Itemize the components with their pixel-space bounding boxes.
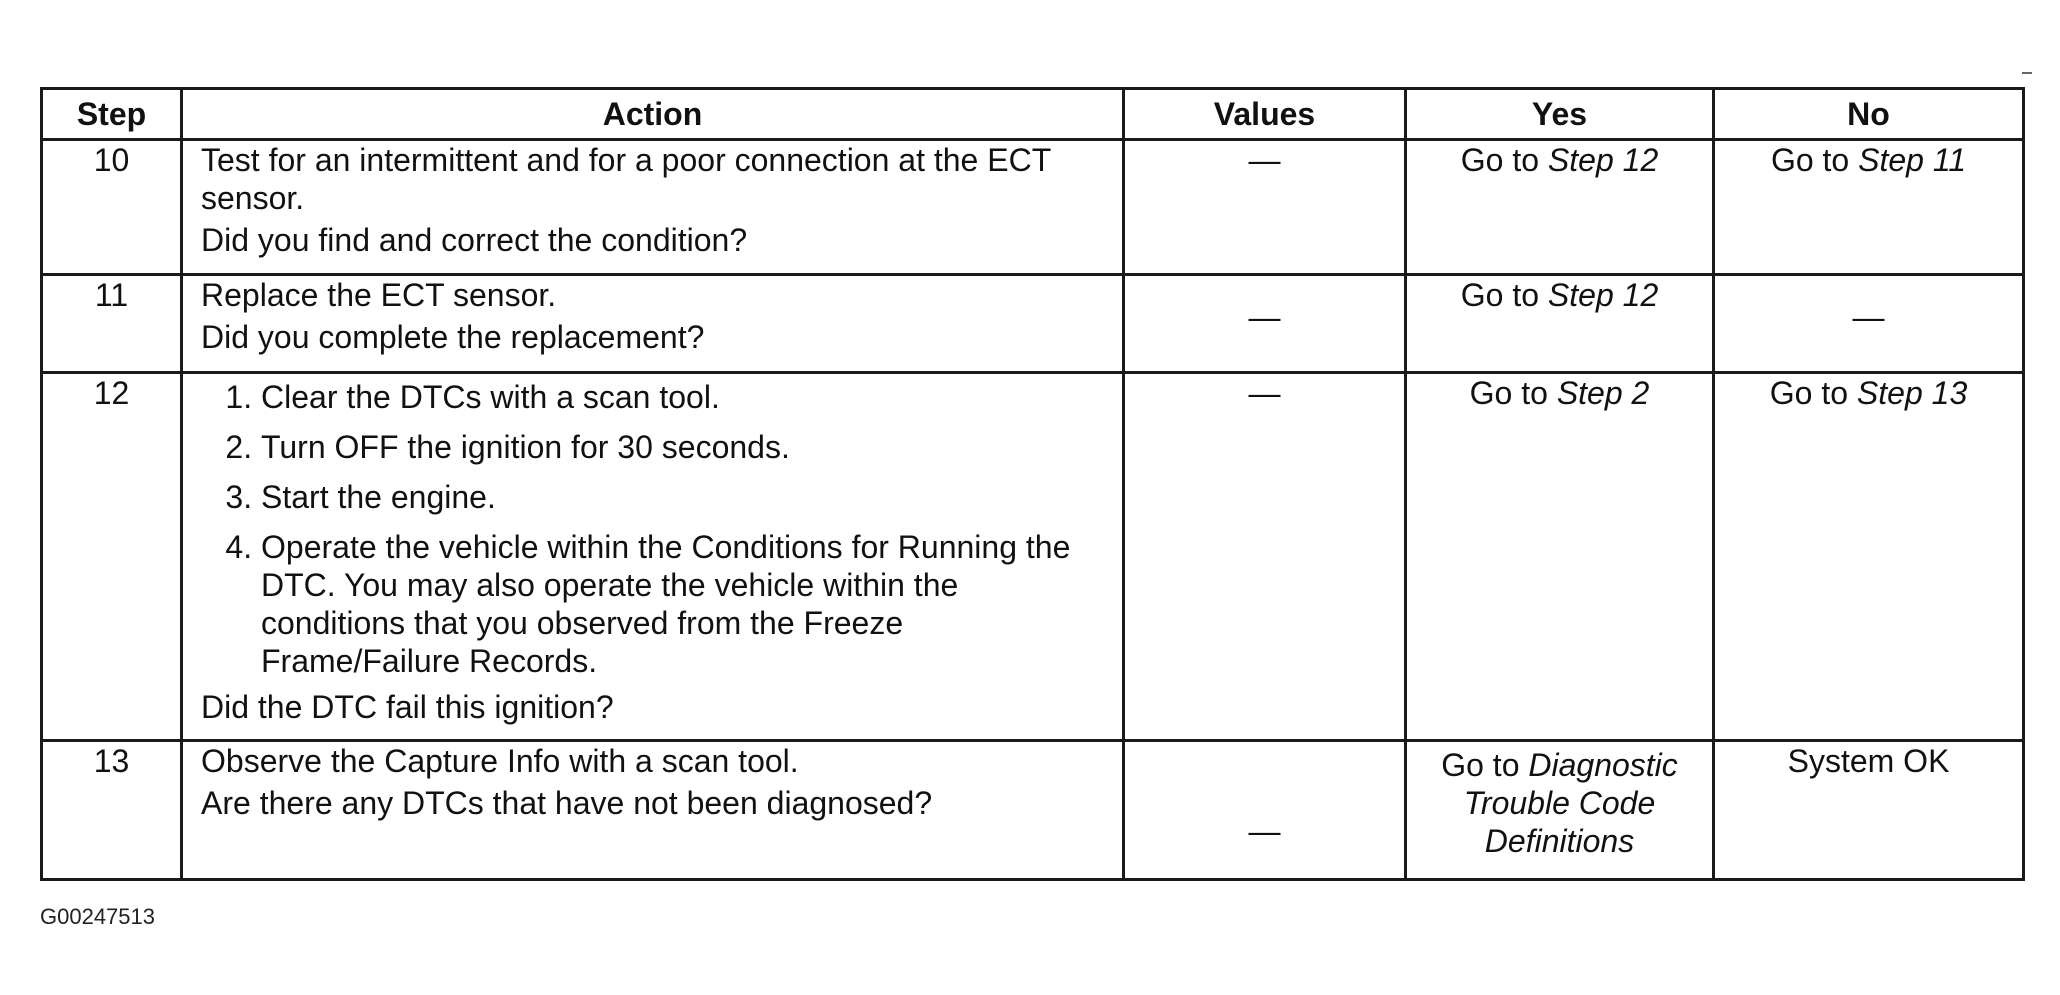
header-values: Values [1122, 87, 1407, 141]
yes-step-link[interactable]: Step 12 [1547, 142, 1659, 178]
dash-value: — [1248, 142, 1281, 178]
no-cell: Go to Step 11 [1712, 138, 2025, 276]
table-row: 10 Test for an intermittent and for a po… [40, 138, 2025, 276]
yes-cell: Go to Step 2 [1404, 371, 1715, 742]
procedure-item: Turn OFF the ignition for 30 seconds. [261, 428, 1104, 466]
step-number: 12 [40, 371, 183, 742]
no-cell: Go to Step 13 [1712, 371, 2025, 742]
values-cell: — [1122, 371, 1407, 742]
yes-step-link[interactable]: Step 12 [1547, 277, 1659, 313]
yes-prefix: Go to [1469, 375, 1557, 411]
action-cell: Replace the ECT sensor. Did you complete… [180, 273, 1125, 374]
no-cell: System OK [1712, 739, 2025, 881]
scan-mark [2022, 72, 2032, 74]
action-question: Did you find and correct the condition? [201, 222, 748, 258]
no-step-link[interactable]: Step 13 [1856, 375, 1968, 411]
yes-cell: Go to Diagnostic Trouble Code Definition… [1404, 739, 1715, 881]
table-row: 11 Replace the ECT sensor. Did you compl… [40, 273, 2025, 374]
table-row: 13 Observe the Capture Info with a scan … [40, 739, 2025, 881]
header-no: No [1712, 87, 2025, 141]
step-number: 11 [40, 273, 183, 374]
values-cell: — [1122, 273, 1407, 374]
action-cell: Observe the Capture Info with a scan too… [180, 739, 1125, 881]
action-cell: Test for an intermittent and for a poor … [180, 138, 1125, 276]
action-question: Did you complete the replacement? [201, 319, 705, 355]
yes-prefix: Go to [1460, 142, 1548, 178]
values-cell: — [1122, 739, 1407, 881]
procedure-item: Clear the DTCs with a scan tool. [261, 378, 1104, 416]
values-cell: — [1122, 138, 1407, 276]
procedure-item: Start the engine. [261, 478, 1104, 516]
yes-link-code-definitions[interactable]: Diagnostic Trouble Code Definitions [1463, 747, 1678, 859]
header-row: Step Action Values Yes No [40, 87, 2025, 141]
action-question: Did the DTC fail this ignition? [201, 689, 614, 725]
procedure-item: Operate the vehicle within the Condition… [261, 528, 1104, 680]
no-cell: — [1712, 273, 2025, 374]
no-prefix: Go to [1769, 375, 1857, 411]
yes-cell: Go to Step 12 [1404, 273, 1715, 374]
yes-prefix: Go to [1460, 277, 1548, 313]
step-number: 13 [40, 739, 183, 881]
procedure-list: Clear the DTCs with a scan tool. Turn OF… [201, 378, 1104, 680]
action-text: Test for an intermittent and for a poor … [201, 142, 1051, 216]
table-row: 12 Clear the DTCs with a scan tool. Turn… [40, 371, 2025, 742]
action-text: Observe the Capture Info with a scan too… [201, 743, 799, 779]
figure-id: G00247513 [40, 904, 155, 929]
dash-value: — [1248, 813, 1281, 849]
action-text: Replace the ECT sensor. [201, 277, 557, 313]
header-action: Action [180, 87, 1125, 141]
no-prefix: Go to [1770, 142, 1859, 178]
dash-value: — [1852, 299, 1885, 335]
header-yes: Yes [1404, 87, 1715, 141]
yes-cell: Go to Step 12 [1404, 138, 1715, 276]
diagnostic-table: Step Action Values Yes No 10 Test for an… [40, 87, 2025, 881]
yes-step-link[interactable]: Step 2 [1556, 375, 1650, 411]
no-step-link[interactable]: Step 11 [1858, 142, 1967, 178]
header-step: Step [40, 87, 183, 141]
step-number: 10 [40, 138, 183, 276]
action-cell: Clear the DTCs with a scan tool. Turn OF… [180, 371, 1125, 742]
dash-value: — [1248, 375, 1281, 411]
yes-prefix: Go to [1441, 747, 1529, 783]
system-ok-text: System OK [1787, 743, 1950, 779]
action-question: Are there any DTCs that have not been di… [201, 785, 933, 821]
dash-value: — [1248, 299, 1281, 335]
